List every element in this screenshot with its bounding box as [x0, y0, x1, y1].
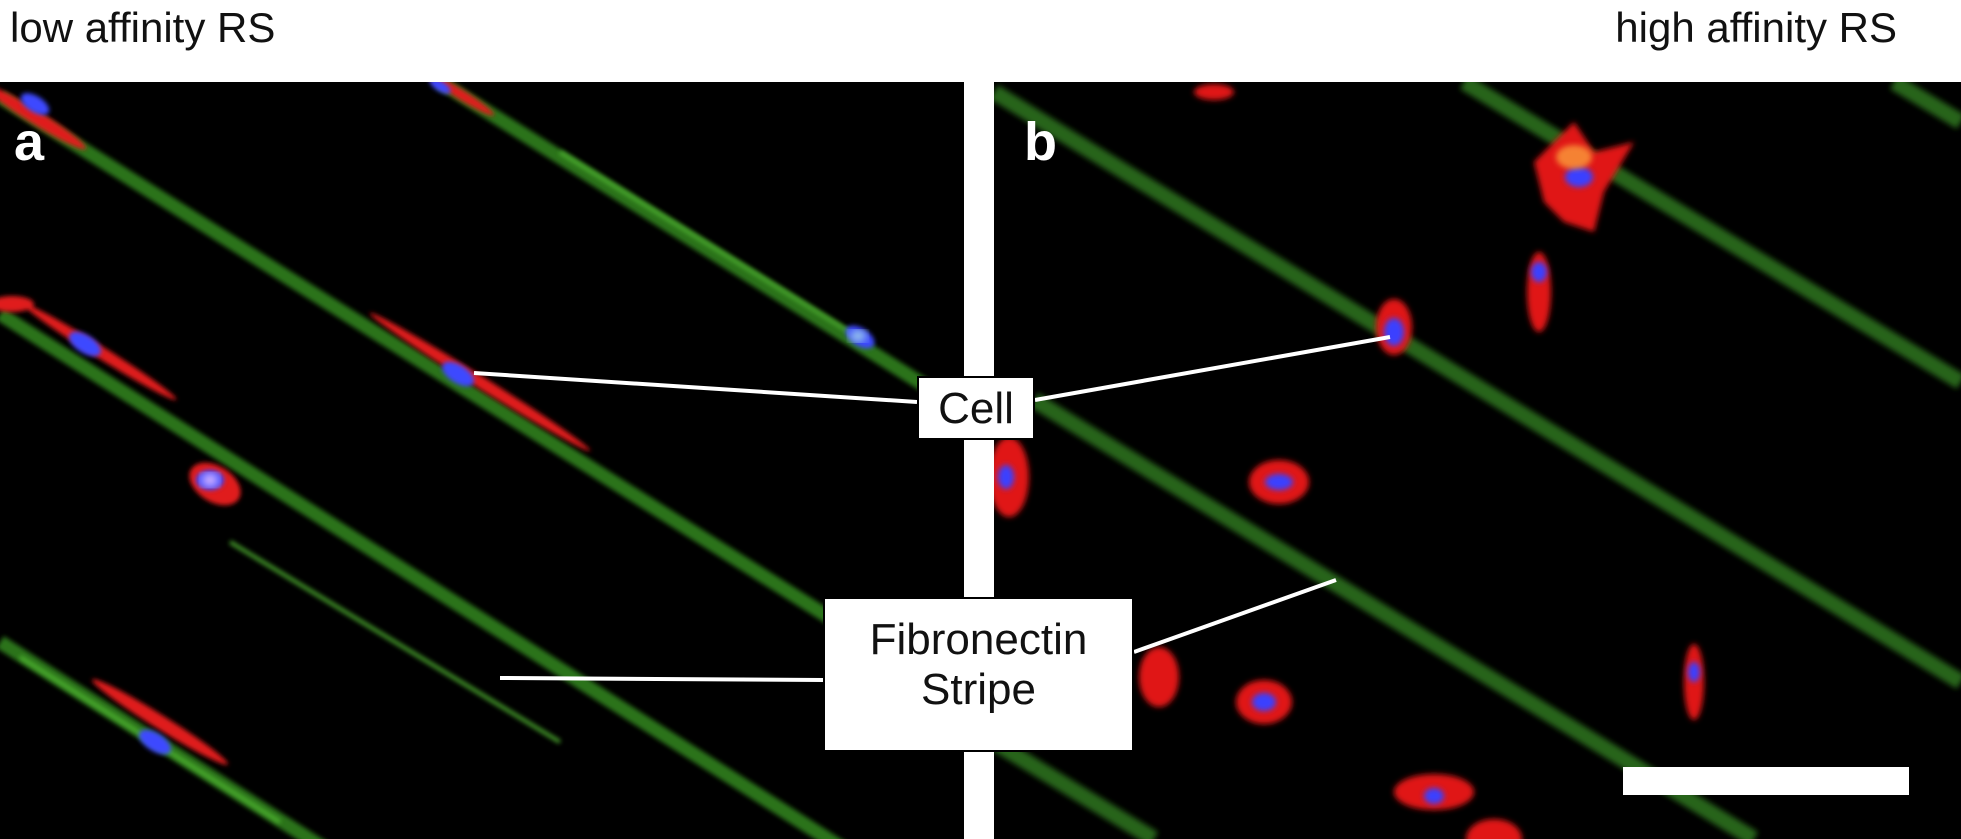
fibronectin-stripes-b [994, 82, 1961, 839]
micrograph-panel-b: b [994, 82, 1961, 839]
fibronectin-stripe-callout: Fibronectin Stripe [823, 597, 1134, 752]
micrograph-a-image [0, 82, 964, 839]
stripe-leader-line-a [499, 676, 824, 682]
fibronectin-callout-line1: Fibronectin [869, 615, 1088, 664]
panel-b-letter: b [1024, 112, 1057, 172]
micrograph-panel-a: a [0, 82, 964, 839]
panel-a-title: low affinity RS [10, 4, 276, 51]
cell-leader-line-b [1034, 335, 1391, 402]
fibronectin-callout-line2: Stripe [921, 665, 1036, 714]
cell-callout: Cell [917, 376, 1035, 440]
cell-callout-label: Cell [938, 384, 1014, 433]
stripe-leader-line-b [1133, 578, 1337, 654]
nuclei-b [998, 167, 1700, 804]
panel-a-letter: a [14, 112, 45, 172]
cell-leader-line-a [473, 371, 918, 404]
scale-bar [1623, 767, 1909, 795]
micrograph-b-image [994, 82, 1961, 839]
panel-b-title: high affinity RS [1615, 4, 1897, 51]
